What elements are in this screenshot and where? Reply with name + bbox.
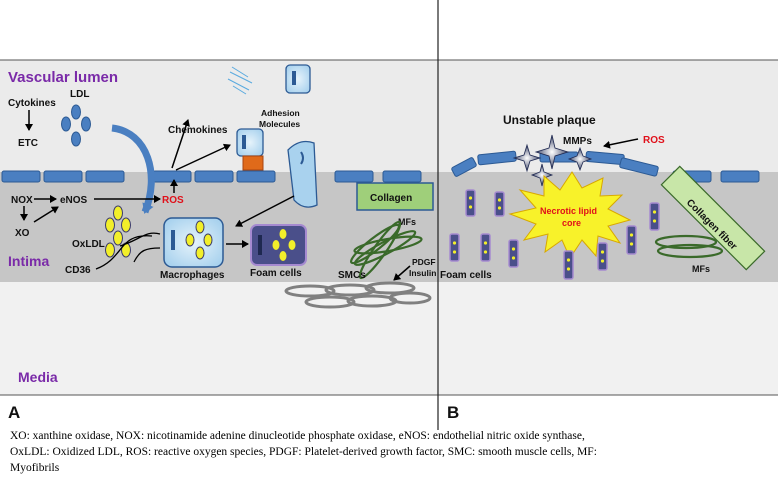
- myofibrils-a: [349, 220, 423, 280]
- monocyte-top-nucleus: [292, 71, 296, 85]
- atherosclerosis-diagram: Vascular lumen Intima Media A B Cytokine…: [0, 0, 778, 430]
- lumen-layer: [0, 60, 778, 172]
- media-layer: [0, 282, 778, 395]
- etc-label: ETC: [18, 138, 38, 149]
- enos-label: eNOS: [60, 195, 88, 206]
- caption-line-1: XO: xanthine oxidase, NOX: nicotinamide …: [10, 430, 585, 442]
- ros-label: ROS: [162, 195, 184, 206]
- collagen-box: [356, 182, 434, 211]
- adhesion-arrow: [175, 143, 231, 171]
- ldl-label: LDL: [70, 89, 89, 100]
- cd36-label: CD36: [65, 265, 91, 276]
- chemokines-arrow: [171, 119, 190, 169]
- adhering-monocyte-nucleus: [242, 135, 246, 149]
- growth-factor-arrow: [393, 265, 411, 281]
- macrophage-nucleus: [171, 230, 175, 250]
- transmigrating-nucleus: [300, 151, 304, 165]
- foam-cell-lipids: [272, 229, 296, 261]
- insulin-label: Insulin: [409, 268, 436, 278]
- foam-cells-label-a: Foam cells: [250, 268, 302, 279]
- endothelium-b: [451, 150, 760, 183]
- ldl-particles: [61, 104, 91, 147]
- necrotic-label-2: core: [562, 218, 581, 228]
- myofibrils-b: [654, 234, 724, 259]
- foam-cells-b: [449, 189, 660, 280]
- chemokines-label: Chemokines: [168, 125, 228, 136]
- ros-mmps-arrow: [603, 138, 639, 149]
- macrophage-lipids: [185, 220, 213, 260]
- unstable-plaque-label: Unstable plaque: [503, 113, 596, 127]
- adhering-monocyte: [236, 128, 264, 157]
- intima-title: Intima: [8, 253, 49, 269]
- smooth-muscle-cells: [284, 281, 432, 309]
- mmps-label: MMPs: [563, 136, 592, 147]
- flow-lines: [227, 66, 253, 95]
- pdgf-label: PDGF: [412, 257, 436, 267]
- xo-label: XO: [15, 228, 30, 239]
- macrophages-label: Macrophages: [160, 270, 225, 281]
- cd36-receptors: [95, 232, 161, 270]
- smcs-label: SMCs: [338, 270, 366, 281]
- lumen-title: Vascular lumen: [8, 69, 118, 86]
- collagen-fiber: [660, 165, 766, 271]
- xo-enos-arrow: [33, 206, 59, 223]
- media-title: Media: [18, 369, 58, 385]
- monocyte-top: [285, 64, 311, 94]
- adhesion-label-1: Adhesion: [261, 108, 300, 118]
- endothelium-a: [1, 170, 422, 183]
- transmigrating-monocyte: [287, 140, 318, 208]
- collagen-label: Collagen: [370, 193, 412, 204]
- foam-cells-label-b: Foam cells: [440, 270, 492, 281]
- ros-label-b: ROS: [643, 135, 665, 146]
- caption-line-3: Myofibrils: [10, 462, 60, 474]
- cytokines-label: Cytokines: [8, 98, 56, 109]
- foam-cell-nucleus: [258, 235, 262, 255]
- mfs-label-b: MFs: [692, 264, 710, 274]
- monocyte-to-macrophage-arrow: [235, 195, 295, 227]
- nox-label: NOX: [11, 195, 33, 206]
- foam-cells-b-lipids: [452, 196, 657, 271]
- adhesion-molecule: [242, 155, 264, 171]
- panel-b-letter: B: [447, 403, 459, 422]
- ldl-entry-arrow: [111, 124, 155, 214]
- caption-line-2: OxLDL: Oxidized LDL, ROS: reactive oxyge…: [10, 446, 597, 458]
- mmp-stars: [512, 134, 593, 187]
- panel-a-letter: A: [8, 403, 20, 422]
- figure-caption: XO: xanthine oxidase, NOX: nicotinamide …: [10, 428, 768, 476]
- necrotic-label-1: Necrotic lipid: [540, 206, 597, 216]
- mfs-label-a: MFs: [398, 217, 416, 227]
- oxldl-particles: [105, 205, 131, 258]
- adhesion-label-2: Molecules: [259, 119, 300, 129]
- oxldl-label: OxLDL: [72, 239, 105, 250]
